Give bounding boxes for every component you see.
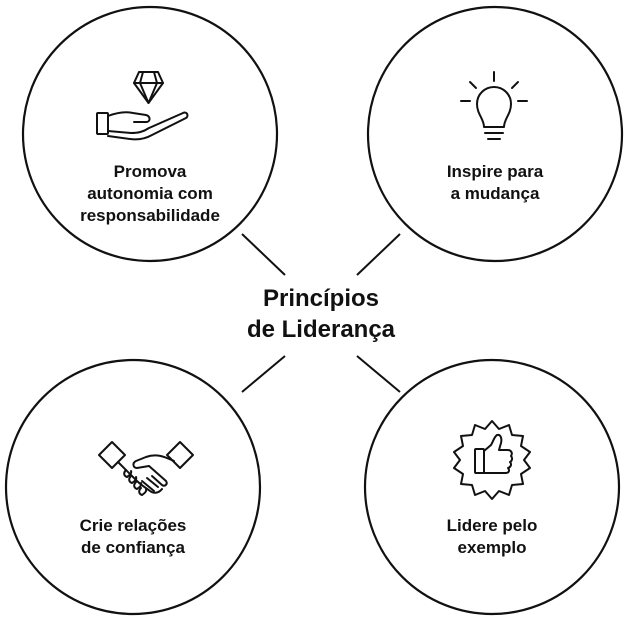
node-inspire-line2: a mudança bbox=[451, 184, 540, 203]
connector-top-left bbox=[241, 233, 286, 276]
node-trust: Crie relações de confiança bbox=[4, 358, 262, 616]
node-example: Lidere pelo exemplo bbox=[363, 358, 621, 616]
node-autonomy-line1: Promova bbox=[114, 162, 187, 181]
handshake-icon bbox=[98, 441, 194, 496]
node-inspire-line1: Inspire para bbox=[447, 162, 544, 181]
connector-bottom-right bbox=[356, 355, 401, 393]
node-trust-line1: Crie relações bbox=[80, 516, 187, 535]
node-autonomy-line3: responsabilidade bbox=[80, 206, 220, 225]
node-example-line1: Lidere pelo bbox=[447, 516, 538, 535]
node-example-circle bbox=[363, 358, 621, 616]
node-autonomy: Promova autonomia com responsabilidade bbox=[21, 5, 279, 263]
thumbs-up-badge-icon bbox=[453, 420, 531, 500]
center-title: Princípios de Liderança bbox=[247, 285, 396, 343]
center-title-line1: Princípios bbox=[263, 285, 379, 312]
node-inspire: Inspire para a mudança bbox=[366, 5, 624, 263]
node-trust-line2: de confiança bbox=[81, 538, 185, 557]
center-title-line2: de Liderança bbox=[247, 316, 396, 343]
node-autonomy-circle bbox=[21, 5, 279, 263]
connector-top-right bbox=[356, 233, 401, 276]
node-example-line2: exemplo bbox=[458, 538, 527, 557]
node-autonomy-line2: autonomia com bbox=[87, 184, 213, 203]
connectors bbox=[241, 233, 401, 393]
connector-bottom-left bbox=[241, 355, 286, 393]
node-trust-circle bbox=[4, 358, 262, 616]
lightbulb-icon bbox=[460, 71, 528, 140]
diamond-hand-icon bbox=[96, 71, 189, 141]
